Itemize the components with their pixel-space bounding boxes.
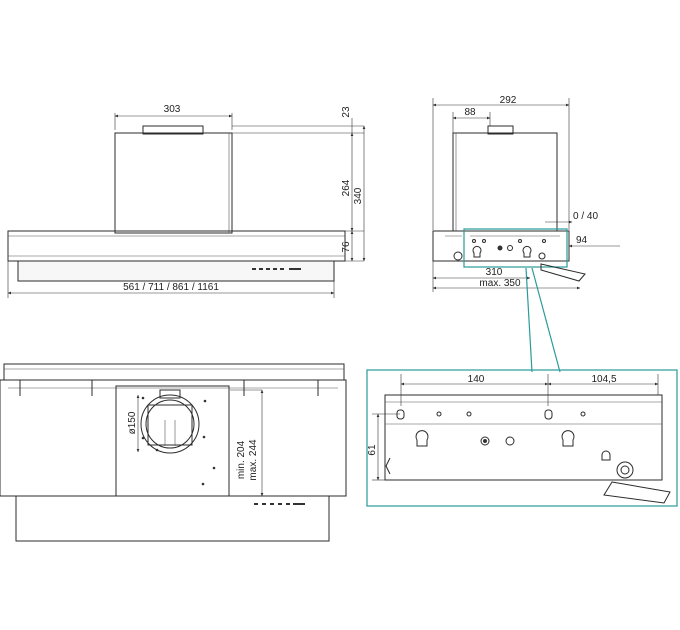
dim-adjust: 0 / 40 bbox=[573, 211, 598, 222]
dim-61: 61 bbox=[367, 444, 378, 456]
dim-310: 310 bbox=[486, 267, 503, 278]
detail-view: 140 104,5 61 bbox=[366, 369, 678, 507]
dim-94: 94 bbox=[576, 235, 588, 246]
dim-min: min. 204 bbox=[236, 440, 247, 479]
central-opening bbox=[115, 385, 230, 497]
mounting-dots bbox=[141, 396, 216, 486]
keyhole-left-icon bbox=[472, 245, 482, 258]
hinge-flap bbox=[540, 263, 586, 282]
dim-top: 23 bbox=[341, 106, 352, 118]
dim-canopy: 76 bbox=[341, 241, 352, 253]
side-body bbox=[452, 132, 558, 232]
chimney-body bbox=[114, 132, 233, 234]
detail-keyhole-right-icon bbox=[561, 430, 575, 447]
detail-highlight bbox=[463, 228, 568, 268]
dim-total-height: 340 bbox=[353, 187, 364, 204]
dim-max: max. 350 bbox=[479, 278, 521, 289]
bottom-view: ø150 min. 204 max. 244 bbox=[0, 363, 347, 542]
dim-104: 104,5 bbox=[591, 374, 616, 385]
detail-keyhole-left-icon bbox=[415, 430, 429, 447]
duct-outlet bbox=[140, 389, 200, 454]
detail-hinge-flap bbox=[603, 481, 671, 504]
keyhole-right-icon bbox=[522, 245, 532, 258]
control-buttons bbox=[252, 268, 301, 270]
dim-body: 264 bbox=[341, 179, 352, 196]
canopy bbox=[7, 230, 346, 262]
side-view: 292 88 0 / 40 94 310 max. 350 bbox=[432, 95, 620, 373]
dim-offset: 88 bbox=[464, 107, 476, 118]
bottom-outline bbox=[0, 379, 347, 497]
bottom-control-buttons bbox=[254, 503, 305, 505]
detail-frame bbox=[366, 369, 678, 507]
dim-widths: 561 / 711 / 861 / 1161 bbox=[123, 282, 219, 293]
detail-plate bbox=[384, 394, 663, 481]
dim-max-depth: max. 244 bbox=[248, 439, 259, 481]
dim-140: 140 bbox=[468, 374, 485, 385]
detail-bolt bbox=[616, 461, 634, 479]
bottom-front-panel bbox=[15, 495, 330, 542]
dim-diameter: ø150 bbox=[127, 411, 138, 434]
front-panel bbox=[17, 260, 335, 282]
dim-chimney-width: 303 bbox=[164, 104, 181, 115]
chimney-cap bbox=[142, 125, 204, 135]
front-view: 303 23 264 340 76 561 / 711 / 861 / 1161 bbox=[7, 104, 366, 298]
dim-depth: 292 bbox=[500, 95, 517, 106]
